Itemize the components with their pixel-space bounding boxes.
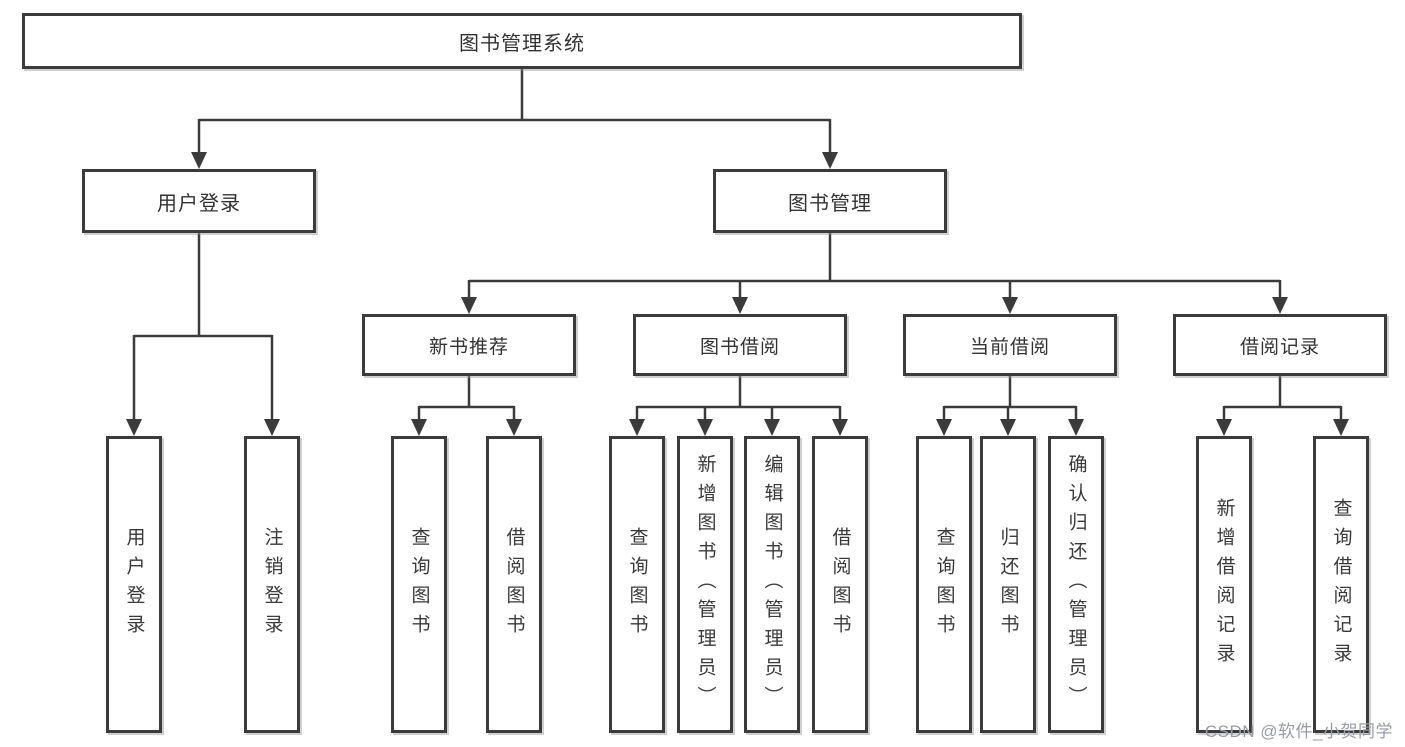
leaf-add-borrow-record: 新增借阅记录 (1196, 436, 1252, 733)
leaf-label: 查询图书 (933, 526, 955, 643)
node-current-borrowing: 当前借阅 (903, 314, 1117, 376)
node-root: 图书管理系统 (22, 13, 1022, 69)
leaf-borrow-books: 借阅图书 (812, 436, 868, 733)
node-new-book-recommend: 新书推荐 (362, 314, 576, 376)
leaf-label: 新增借阅记录 (1213, 497, 1235, 672)
leaf-query-books-recommend: 查询图书 (391, 436, 447, 733)
leaf-confirm-return-admin: 确认归还（管理员） (1048, 436, 1104, 733)
leaf-label: 借阅图书 (829, 526, 851, 643)
leaf-query-books-current: 查询图书 (916, 436, 972, 733)
leaf-user-login: 用户登录 (106, 436, 162, 733)
leaf-query-borrow-record: 查询借阅记录 (1313, 436, 1369, 733)
node-borrowing-records: 借阅记录 (1173, 314, 1387, 376)
leaf-label: 新增图书（管理员） (694, 454, 716, 715)
leaf-edit-book-admin: 编辑图书（管理员） (744, 436, 800, 733)
leaf-label: 查询图书 (408, 526, 430, 643)
leaf-label: 确认归还（管理员） (1065, 454, 1087, 715)
watermark-text: CSDN @软件_小贺同学 (1204, 722, 1393, 741)
leaf-label: 借阅图书 (503, 526, 525, 643)
leaf-return-books: 归还图书 (980, 436, 1036, 733)
leaf-label: 用户登录 (123, 526, 145, 643)
leaf-label: 编辑图书（管理员） (761, 454, 783, 715)
node-book-management: 图书管理 (713, 169, 947, 233)
leaf-label: 注销登录 (261, 526, 283, 643)
leaf-label: 查询图书 (626, 526, 648, 643)
node-book-borrowing: 图书借阅 (633, 314, 847, 376)
leaf-label: 查询借阅记录 (1330, 497, 1352, 672)
leaf-add-book-admin: 新增图书（管理员） (677, 436, 733, 733)
leaf-borrow-books-recommend: 借阅图书 (486, 436, 542, 733)
node-user-login: 用户登录 (82, 169, 316, 233)
leaf-label: 归还图书 (997, 526, 1019, 643)
leaf-query-books-borrow: 查询图书 (609, 436, 665, 733)
leaf-logout: 注销登录 (244, 436, 300, 733)
